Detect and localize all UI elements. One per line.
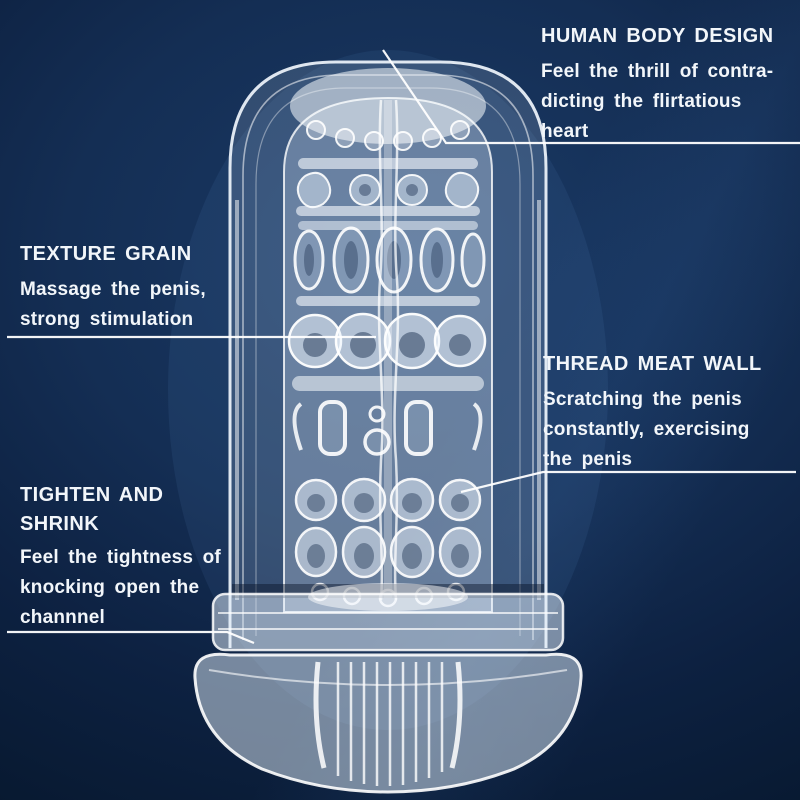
callout-title: TIGHTEN AND SHRINK [20, 481, 221, 539]
callout-title: THREAD MEAT WALL [543, 353, 762, 375]
rib-row-upper [298, 158, 478, 169]
central-channel [377, 99, 400, 601]
callout-body-line: dicting the flirtatious [541, 91, 742, 112]
callout-body-line: Feel the thrill of contra- [541, 61, 774, 82]
rib-row-mid [296, 206, 480, 230]
rib-row-lower [296, 296, 480, 306]
callout-body: Feel the tightness of knocking open the … [20, 543, 221, 633]
base-flange [211, 583, 565, 652]
bowl-ribs [313, 661, 463, 786]
callout-body-line: Massage the penis, [20, 279, 206, 300]
callout-body-line: Feel the tightness of [20, 547, 221, 568]
callout-tighten-and-shrink: TIGHTEN AND SHRINK Feel the tightness of… [20, 481, 221, 633]
band [292, 376, 484, 391]
base-bowl [193, 652, 583, 794]
callout-title-line: SHRINK [20, 513, 100, 535]
callout-body: Feel the thrill of contra- dicting the f… [541, 57, 773, 147]
callout-human-body-design: HUMAN BODY DESIGN Feel the thrill of con… [541, 22, 773, 147]
callout-body-line: knocking open the [20, 577, 200, 598]
ring-rect-row [292, 400, 483, 456]
callout-body-line: channnel [20, 607, 106, 628]
oval-ring-row [293, 226, 486, 294]
callout-body-line: Scratching the penis [543, 389, 742, 410]
connector-tighten-shrink [7, 630, 255, 645]
bump-row-mid [294, 477, 482, 523]
bump-row-low [294, 525, 482, 579]
sleeve-textures [287, 68, 487, 608]
callout-body-line: heart [541, 121, 589, 142]
dome-cap-texture [290, 68, 486, 151]
callout-texture-grain: TEXTURE GRAIN Massage the penis, strong … [20, 240, 206, 335]
callout-title: HUMAN BODY DESIGN [541, 25, 774, 47]
callout-thread-meat-wall: THREAD MEAT WALL Scratching the penis co… [543, 350, 762, 475]
connector-thread-meat-wall [460, 470, 796, 494]
callout-title: TEXTURE GRAIN [20, 243, 192, 265]
callout-title-line: TIGHTEN AND [20, 484, 164, 506]
callout-body-line: constantly, exercising [543, 419, 750, 440]
callout-body-line: strong stimulation [20, 309, 194, 330]
connector-human-body-design [382, 49, 800, 145]
callout-body: Massage the penis, strong stimulation [20, 275, 206, 335]
callout-body: Scratching the penis constantly, exercis… [543, 385, 762, 475]
crescent-row [296, 171, 480, 209]
callout-body-line: the penis [543, 449, 633, 470]
